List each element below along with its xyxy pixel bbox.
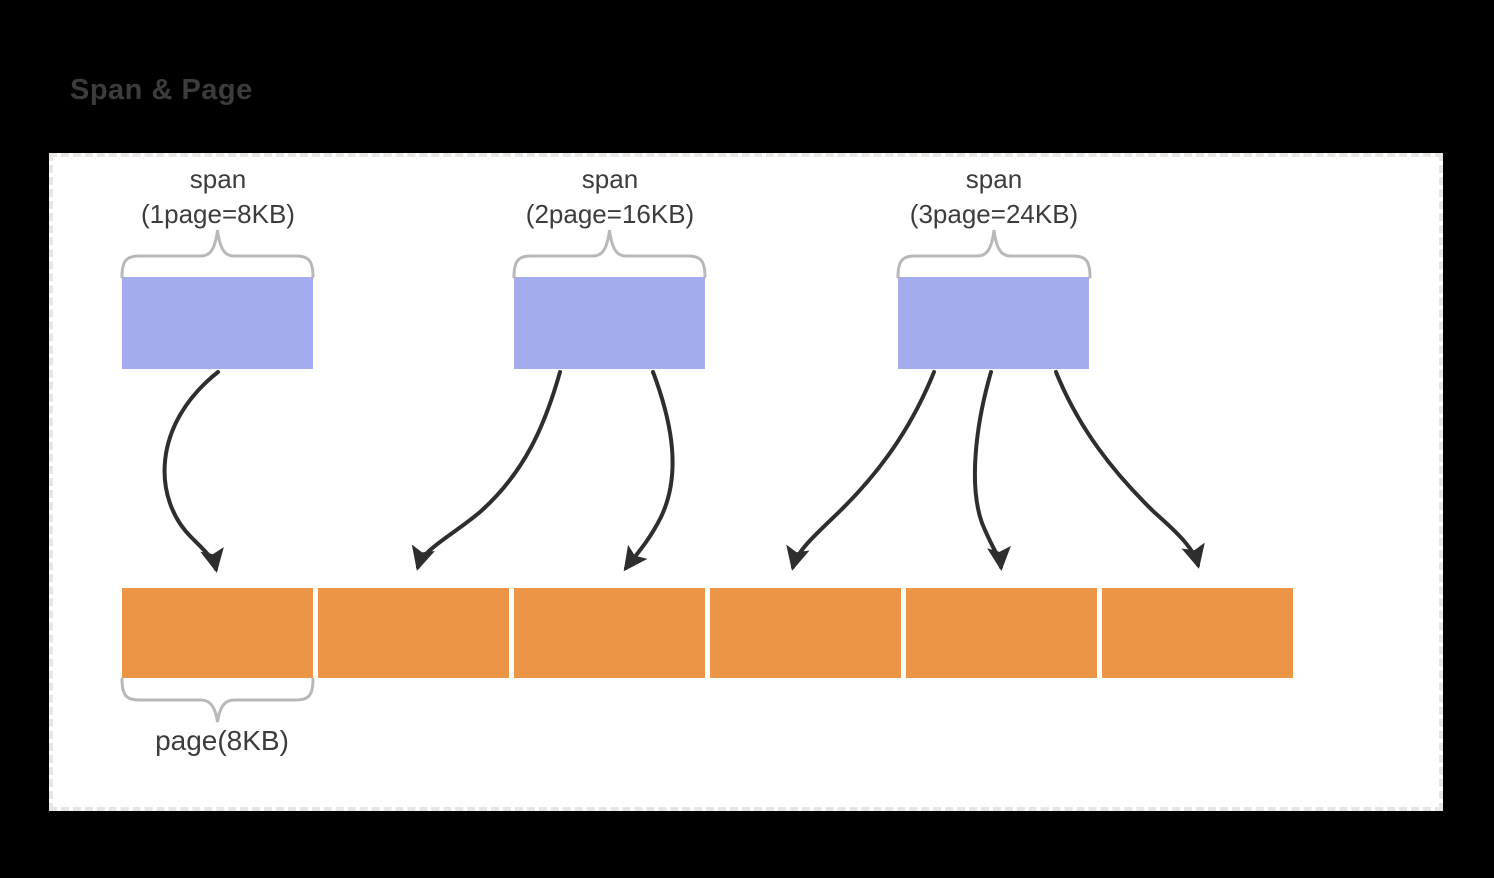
span-label-1-line1: span: [189, 164, 247, 194]
span-label-2-line2: (2page=16KB): [525, 199, 695, 229]
page-block-2: [318, 588, 509, 678]
page-block-4: [710, 588, 901, 678]
arrow-span1-to-page1-icon: [162, 370, 224, 573]
arrow-span2-to-page3-icon: [623, 370, 675, 572]
span-label-1: span (1page=8KB): [58, 162, 378, 232]
span-label-3: span (3page=24KB): [834, 162, 1154, 232]
page-block-5: [906, 588, 1097, 678]
page-block-6: [1102, 588, 1293, 678]
span-block-1: [122, 277, 313, 369]
page-block-3: [514, 588, 705, 678]
span-block-2: [514, 277, 705, 369]
span-brace-3-icon: [896, 229, 1092, 279]
span-label-2-line1: span: [581, 164, 639, 194]
diagram-overlay: [120, 229, 1205, 723]
span-brace-2-icon: [512, 229, 707, 279]
page-brace-icon: [120, 677, 315, 723]
page-block-1: [122, 588, 313, 678]
span-label-3-line1: span: [965, 164, 1023, 194]
arrow-span3-to-page6-icon: [1054, 370, 1205, 569]
diagram-panel: span (1page=8KB) span (2page=16KB) span …: [49, 153, 1443, 811]
page-title: Span & Page: [70, 74, 253, 106]
span-label-3-line2: (3page=24KB): [909, 199, 1079, 229]
span-label-1-line2: (1page=8KB): [141, 199, 295, 229]
span-label-2: span (2page=16KB): [450, 162, 770, 232]
page-size-label: page(8KB): [155, 725, 289, 756]
arrow-span3-to-page5-icon: [972, 370, 1011, 571]
span-brace-1-icon: [120, 229, 315, 279]
page-row: [122, 588, 1293, 678]
span-block-3: [898, 277, 1089, 369]
arrow-span2-to-page2-icon: [411, 370, 562, 571]
arrow-span3-to-page4-icon: [786, 370, 936, 571]
